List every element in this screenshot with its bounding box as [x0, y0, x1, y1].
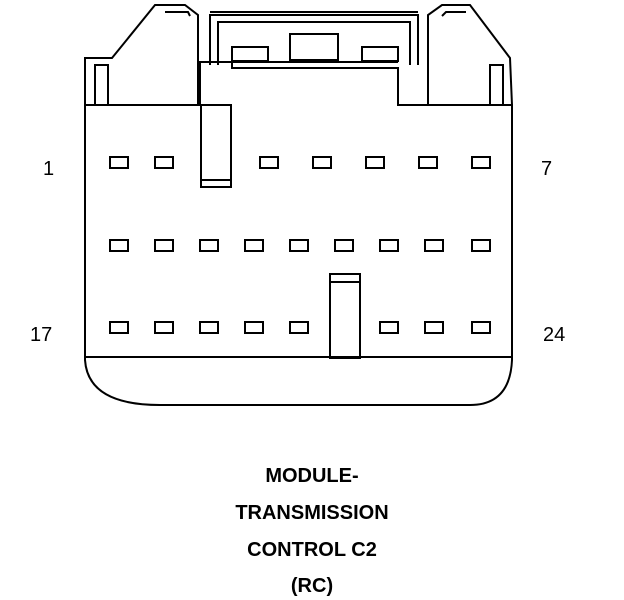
left-latch-notch — [94, 64, 109, 105]
right-latch-inner — [441, 11, 466, 17]
caption-line-1: MODULE- — [265, 465, 359, 487]
lower-key — [329, 273, 361, 359]
top-cover-inner — [217, 21, 411, 65]
pin-cavity — [154, 321, 174, 334]
pin-cavity — [154, 156, 174, 169]
right-latch-notch — [489, 64, 504, 105]
pin-cavity — [199, 239, 219, 252]
upper-key — [200, 104, 232, 188]
left-latch — [84, 4, 199, 105]
left-latch-inner — [165, 11, 191, 17]
caption-line-4: (RC) — [290, 575, 334, 597]
pin-cavity — [471, 321, 491, 334]
right-latch — [427, 4, 513, 106]
pin-cavity — [109, 321, 129, 334]
pin-cavity — [109, 156, 129, 169]
top-key — [289, 33, 339, 61]
caption-line-3: CONTROL C2 — [247, 539, 377, 561]
pin-label-7: 7 — [541, 158, 553, 180]
pin-cavity — [471, 239, 491, 252]
pin-cavity — [379, 239, 399, 252]
pin-label-1: 1 — [43, 158, 55, 180]
caption-line-2: TRANSMISSION — [235, 502, 389, 524]
pin-label-24: 24 — [543, 324, 566, 346]
pin-cavity — [244, 239, 264, 252]
pin-cavity — [154, 239, 174, 252]
top-tab-left — [231, 46, 269, 62]
top-tab-right — [361, 46, 399, 62]
pin-cavity — [244, 321, 264, 334]
pin-label-17: 17 — [30, 324, 53, 346]
pin-cavity — [424, 321, 444, 334]
pin-cavity — [365, 156, 385, 169]
pin-cavity — [289, 239, 309, 252]
pin-cavity — [424, 239, 444, 252]
pin-cavity — [259, 156, 279, 169]
pin-cavity — [109, 239, 129, 252]
pin-cavity — [418, 156, 438, 169]
pin-cavity — [199, 321, 219, 334]
pin-cavity — [312, 156, 332, 169]
pin-cavity — [471, 156, 491, 169]
pin-cavity — [289, 321, 309, 334]
pin-cavity — [334, 239, 354, 252]
top-cover — [209, 14, 419, 65]
connector-body — [84, 61, 513, 406]
pin-cavity — [379, 321, 399, 334]
